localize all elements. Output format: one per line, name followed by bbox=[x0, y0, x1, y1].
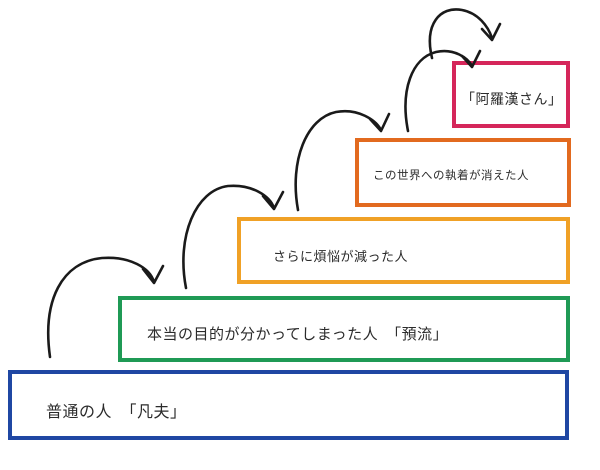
arrow-step2-to-step3-head bbox=[261, 190, 285, 211]
arrow-step1-to-step2 bbox=[46, 256, 156, 359]
curved-arrow-icon bbox=[294, 109, 391, 212]
curved-arrow-icon bbox=[182, 184, 285, 290]
curved-arrow-icon bbox=[46, 256, 165, 359]
arrow-step5-to-top-head bbox=[480, 22, 502, 42]
step-stream-entry-label: 本当の目的が分かってしまった人 「預流」 bbox=[147, 325, 449, 343]
arrow-step4-to-step5 bbox=[404, 49, 474, 133]
step-ordinary-person: 普通の人 「凡夫」 bbox=[8, 370, 569, 440]
curved-arrow-icon bbox=[428, 8, 502, 60]
step-arhat-label: 「阿羅漢さん」 bbox=[461, 92, 563, 108]
step-ordinary-person-label: 普通の人 「凡夫」 bbox=[46, 402, 187, 421]
step-fewer-afflictions: さらに煩悩が減った人 bbox=[237, 217, 570, 284]
step-fewer-afflictions-label: さらに煩悩が減った人 bbox=[273, 250, 409, 265]
arrow-step1-to-step2-head bbox=[141, 264, 165, 285]
arrow-step4-to-step5-head bbox=[460, 49, 482, 69]
curved-arrow-icon bbox=[404, 49, 482, 133]
step-stream-entry: 本当の目的が分かってしまった人 「預流」 bbox=[118, 296, 570, 362]
arrow-step5-to-top bbox=[428, 8, 494, 60]
arrow-step3-to-step4-head bbox=[368, 112, 391, 133]
arrow-step2-to-step3 bbox=[182, 184, 276, 290]
step-no-attachment-label: この世界への執着が消えた人 bbox=[373, 168, 529, 182]
step-no-attachment: この世界への執着が消えた人 bbox=[355, 138, 571, 207]
step-arhat: 「阿羅漢さん」 bbox=[452, 61, 570, 128]
arrow-step3-to-step4 bbox=[294, 109, 383, 212]
